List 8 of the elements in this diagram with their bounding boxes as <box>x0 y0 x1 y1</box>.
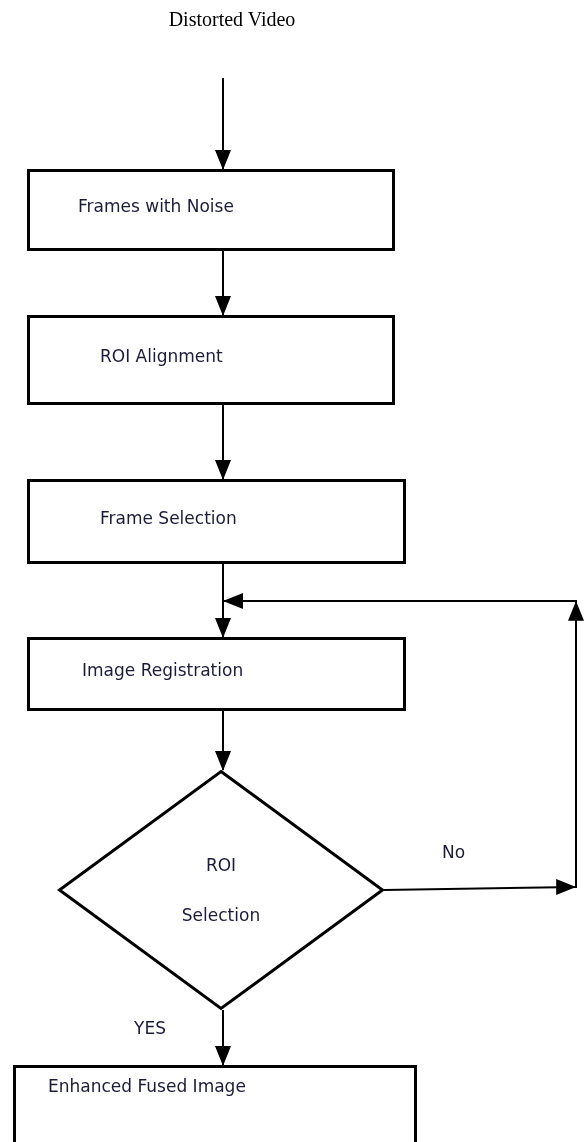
process-box: Image Registration <box>27 637 406 711</box>
process-box: Frame Selection <box>27 479 406 564</box>
process-box: ROI Alignment <box>27 315 395 405</box>
decision-text: ROI <box>205 855 237 875</box>
process-box: Enhanced Fused Image <box>13 1065 417 1142</box>
decision-text: Selection <box>181 905 261 925</box>
input-label: Distorted Video <box>132 8 332 40</box>
process-box: Frames with Noise <box>27 169 395 251</box>
